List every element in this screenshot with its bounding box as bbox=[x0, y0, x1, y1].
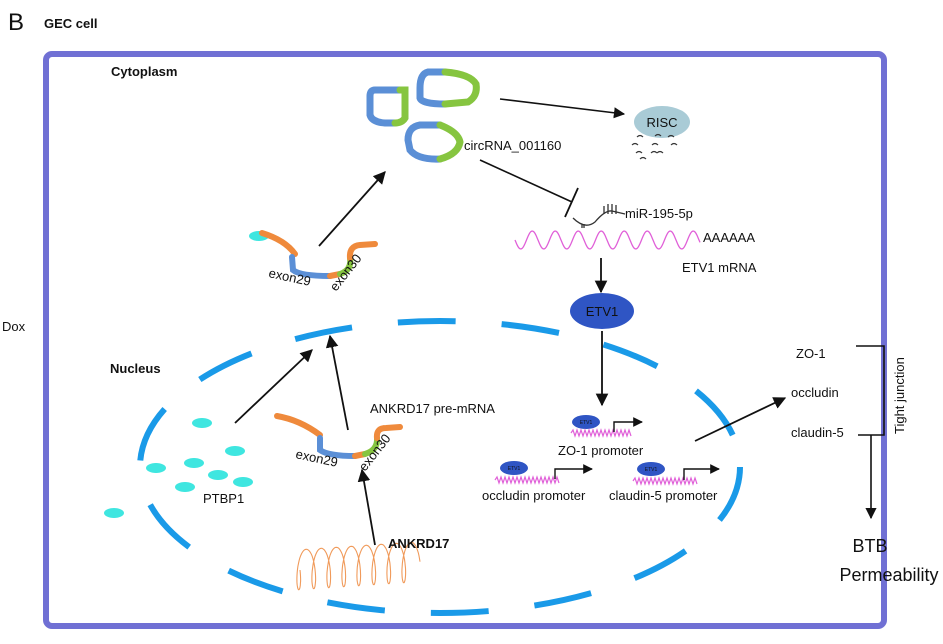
ptbp1-proteins bbox=[104, 418, 253, 518]
exon30-label-cyto: exon30 bbox=[327, 251, 365, 294]
circrna-3 bbox=[404, 121, 444, 163]
etv1-bound-zo1 bbox=[572, 415, 600, 429]
ankrd17-pre-mrna bbox=[274, 413, 403, 459]
arrow-gene-to-premrna bbox=[357, 468, 376, 546]
arrow-premrna-nucleus-to-export bbox=[325, 334, 349, 431]
nuclear-envelope bbox=[137, 318, 743, 616]
promoter-occludin: ETV1 occludin promoter bbox=[482, 461, 593, 503]
inhibit-circrna-mirna bbox=[479, 159, 573, 203]
ankrd17-label: ANKRD17 bbox=[388, 536, 449, 551]
arrow-circrna-to-risc bbox=[499, 98, 626, 119]
panel-letter: B bbox=[8, 9, 24, 36]
claudin5-promoter-label: claudin-5 promoter bbox=[609, 488, 718, 503]
mirna-icon bbox=[572, 204, 626, 228]
circrna-label: circRNA_001160 bbox=[464, 138, 561, 153]
nucleus-label: Nucleus bbox=[110, 361, 161, 376]
ptbp1-label: PTBP1 bbox=[203, 491, 244, 506]
pre-mrna-label: ANKRD17 pre-mRNA bbox=[370, 401, 495, 416]
tj-protein-zo1: ZO-1 bbox=[796, 346, 826, 361]
circrna-molecules bbox=[366, 68, 480, 163]
etv1-bound-claudin5 bbox=[637, 462, 665, 476]
etv1-bound-occludin bbox=[500, 461, 528, 475]
arrow-ptbp1-to-export bbox=[234, 349, 313, 424]
zo1-promoter-label: ZO-1 promoter bbox=[558, 443, 644, 458]
inhibit-bar bbox=[564, 187, 579, 218]
dox-label: Dox bbox=[2, 319, 26, 334]
tj-protein-occludin: occludin bbox=[791, 385, 839, 400]
promoter-claudin5: ETV1 claudin-5 promoter bbox=[609, 462, 720, 503]
ankrd17-gene-coil bbox=[296, 541, 421, 591]
etv1-mrna-strand bbox=[514, 230, 701, 250]
tight-junction-label: Tight junction bbox=[892, 357, 907, 434]
risc-label: RISC bbox=[646, 115, 677, 130]
tj-bracket bbox=[856, 345, 885, 436]
exon29-label-nucleus: exon29 bbox=[294, 446, 339, 470]
panel-title: GEC cell bbox=[44, 16, 97, 31]
degraded-mirna-icon bbox=[631, 133, 678, 160]
etv1-protein bbox=[570, 293, 634, 329]
circrna-1 bbox=[366, 86, 404, 127]
cytoplasm-label: Cytoplasm bbox=[111, 64, 177, 79]
cell-membrane bbox=[43, 51, 887, 629]
spliced-pre-mrna-cytoplasm bbox=[249, 230, 378, 279]
polya-tail-label: AAAAAA bbox=[703, 230, 755, 245]
etv1-small-label: ETV1 bbox=[645, 467, 658, 473]
arrow-premrna-to-circrna bbox=[318, 171, 386, 247]
permeability-label: Permeability bbox=[839, 565, 938, 585]
circrna-2 bbox=[416, 68, 449, 108]
etv1-small-label: ETV1 bbox=[580, 420, 593, 426]
tj-protein-claudin5: claudin-5 bbox=[791, 425, 844, 440]
exon29-label-cyto: exon29 bbox=[267, 265, 312, 289]
etv1-label: ETV1 bbox=[586, 304, 619, 319]
occludin-promoter-label: occludin promoter bbox=[482, 488, 586, 503]
btb-label: BTB bbox=[852, 536, 887, 556]
arrow-promoters-to-tj bbox=[694, 397, 787, 442]
risc-complex bbox=[634, 106, 690, 138]
etv1-mrna-label: ETV1 mRNA bbox=[682, 260, 757, 275]
promoter-zo1: ETV1 ZO-1 promoter bbox=[558, 415, 644, 458]
etv1-small-label: ETV1 bbox=[508, 466, 521, 472]
mirna-label: miR-195-5p bbox=[625, 206, 693, 221]
